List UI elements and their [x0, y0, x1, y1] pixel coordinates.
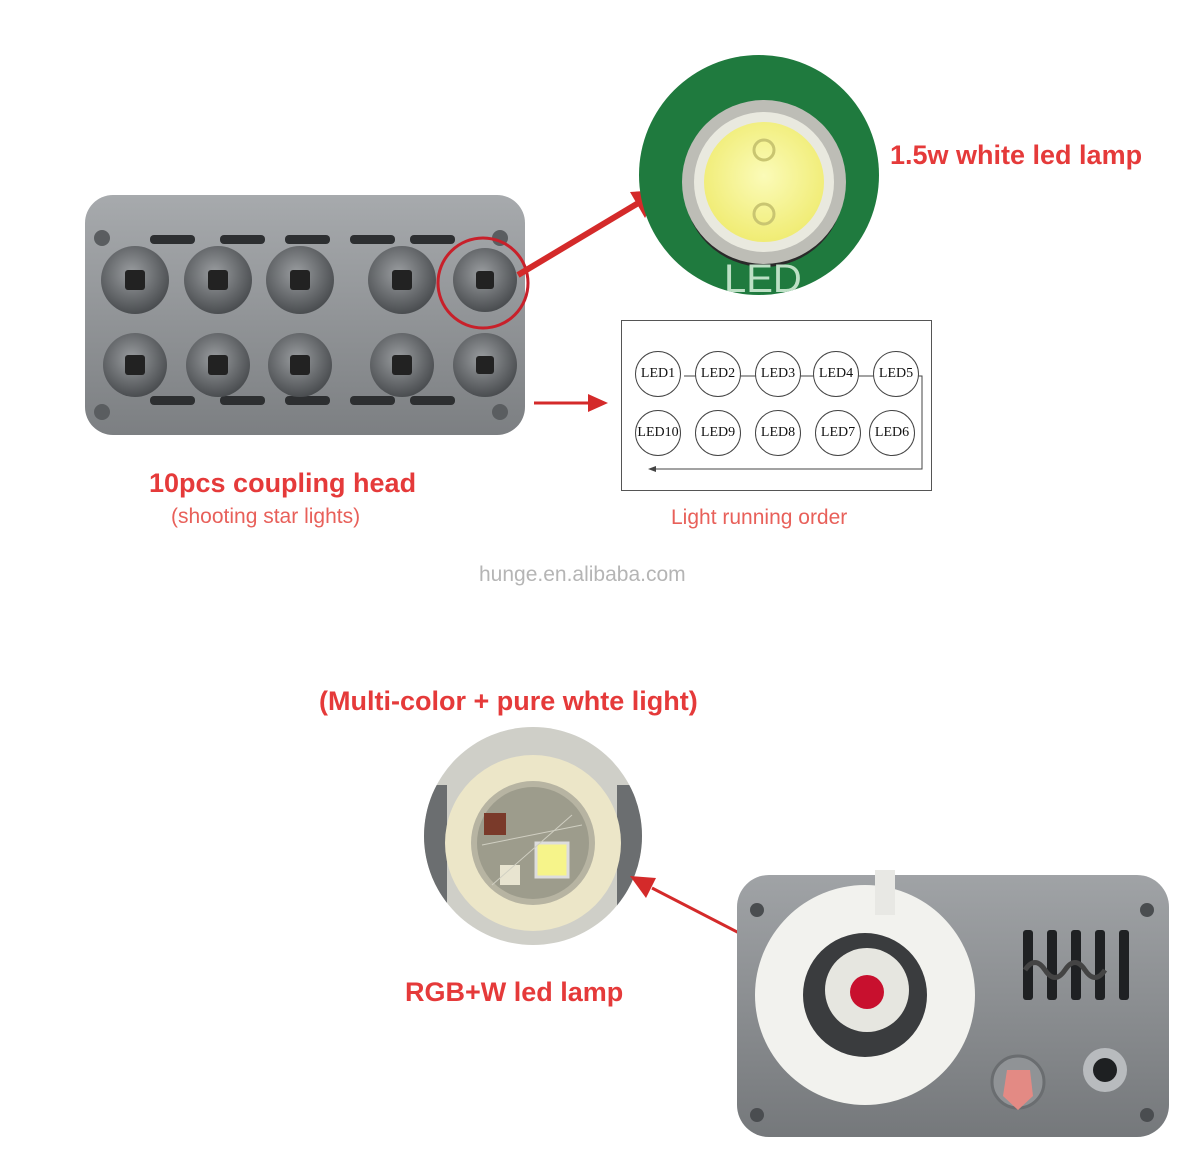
watermark: hunge.en.alibaba.com	[479, 563, 686, 586]
rgbw-led-photo	[422, 725, 644, 947]
coupling-head-label: 10pcs coupling head	[149, 468, 417, 498]
white-led-photo: LED	[636, 52, 882, 298]
led-4: LED4	[813, 351, 859, 397]
led-order-diagram: LED1 LED2 LED3 LED4 LED5 LED10 LED9 LED8…	[621, 320, 932, 491]
led-7: LED7	[815, 410, 861, 456]
coupling-head-photo	[80, 190, 530, 440]
coupling-head-sublabel: (shooting star lights)	[171, 505, 361, 528]
led-8: LED8	[755, 410, 801, 456]
white-lamp-label: 1.5w white led lamp	[890, 140, 1143, 170]
led-9: LED9	[695, 410, 741, 456]
rgbw-lamp-label: RGB+W led lamp	[405, 977, 624, 1007]
led-order-path	[648, 375, 923, 472]
led-1: LED1	[635, 351, 681, 397]
led-5: LED5	[873, 351, 919, 397]
led-2: LED2	[695, 351, 741, 397]
running-order-label: Light running order	[671, 506, 848, 529]
multicolor-label: (Multi-color + pure whte light)	[319, 686, 698, 716]
led-10: LED10	[635, 410, 681, 456]
arrow-to-diagram	[534, 394, 608, 412]
led-3: LED3	[755, 351, 801, 397]
svg-text:LED: LED	[724, 257, 802, 298]
led-6: LED6	[869, 410, 915, 456]
light-engine-photo	[735, 870, 1175, 1140]
